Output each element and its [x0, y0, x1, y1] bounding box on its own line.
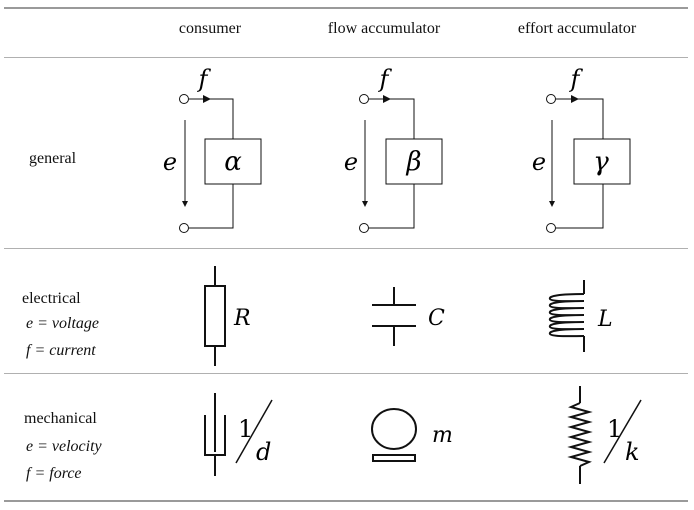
spring-one-symbol: 1 — [607, 415, 622, 443]
inductor-icon — [548, 280, 585, 352]
spring-icon — [567, 386, 593, 484]
flow-accumulator-effort-symbol: e — [344, 148, 358, 176]
consumer-flow-symbol: f — [197, 65, 212, 93]
row-label-general: general — [29, 150, 77, 167]
table-bottom-rule — [4, 500, 688, 502]
capacitor-icon — [372, 287, 416, 346]
mass-icon — [371, 408, 417, 462]
damper-icon — [204, 393, 226, 476]
general-consumer-port — [179, 94, 262, 233]
general-flow-accumulator-port — [359, 94, 443, 233]
effort-accumulator-flow-symbol: f — [569, 65, 584, 93]
consumer-effort-symbol: e — [163, 148, 177, 176]
resistor-icon — [204, 266, 226, 366]
stiffness-symbol: k — [625, 438, 640, 466]
mechanical-e-definition: e = velocity — [26, 438, 102, 455]
mechanical-f-definition: f = force — [26, 465, 82, 482]
electrical-f-definition: f = current — [26, 342, 96, 359]
header-rule — [4, 57, 688, 58]
inductance-symbol: L — [597, 307, 613, 332]
row-label-mechanical: mechanical — [24, 410, 97, 427]
header-flow-accumulator: flow accumulator — [327, 20, 441, 37]
row-rule-general — [4, 248, 688, 249]
damper-one-symbol: 1 — [238, 415, 253, 443]
header-effort-accumulator: effort accumulator — [517, 20, 637, 37]
resistance-symbol: R — [233, 306, 251, 331]
capacitance-symbol: C — [428, 306, 445, 331]
table-top-rule — [4, 7, 688, 9]
row-label-electrical: electrical — [22, 290, 81, 307]
flow-accumulator-flow-symbol: f — [378, 65, 393, 93]
consumer-alpha-symbol: α — [224, 147, 242, 177]
general-effort-accumulator-port — [546, 94, 631, 233]
mass-symbol: m — [432, 423, 453, 448]
effort-accumulator-effort-symbol: e — [532, 148, 546, 176]
flow-accumulator-beta-symbol: β — [405, 147, 421, 177]
header-consumer: consumer — [178, 20, 242, 37]
damping-symbol: d — [256, 438, 271, 466]
electrical-e-definition: e = voltage — [26, 315, 99, 332]
row-rule-electrical — [4, 373, 688, 374]
damper-fraction-slash — [235, 399, 273, 464]
spring-fraction-slash — [603, 399, 642, 464]
effort-accumulator-gamma-symbol: γ — [593, 147, 609, 177]
